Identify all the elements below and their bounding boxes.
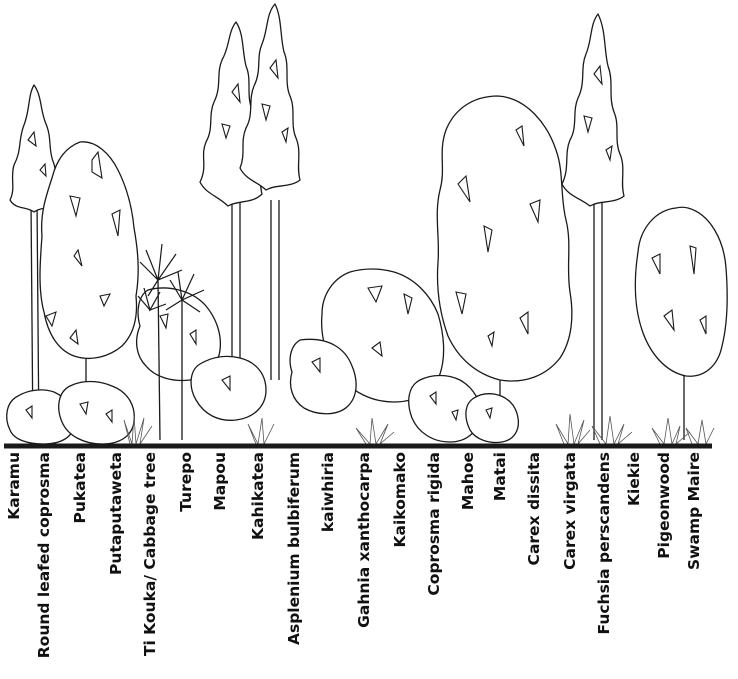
label-kiekie: Kiekie xyxy=(625,452,643,506)
label-swamp-maire: Swamp Maire xyxy=(685,452,703,570)
label-pukatea: Pukatea xyxy=(71,452,89,524)
tree-pukatea xyxy=(39,141,139,420)
label-pigeonwood: Pigeonwood xyxy=(655,452,673,559)
shrub-kaiwhiria xyxy=(289,338,357,415)
label-carex-virgata: Carex virgata xyxy=(561,452,579,570)
tree-swamp-maire xyxy=(634,206,728,440)
label-matai: Matai xyxy=(491,452,509,502)
label-gahnia-xanthocarpa: Gahnia xanthocarpa xyxy=(355,452,373,628)
tree-mahoe xyxy=(436,95,573,440)
label-carex-dissita: Carex dissita xyxy=(525,452,543,566)
label-ti-kouka: Ti Kouka/ Cabbage tree xyxy=(141,452,159,657)
label-kaikomako: Kaikomako xyxy=(391,452,409,548)
tree-kahikatea xyxy=(239,3,301,380)
label-kaiwhiria: kaiwhiria xyxy=(319,452,337,533)
label-fuchsia-perscandens: Fuchsia perscandens xyxy=(595,452,613,635)
label-karamu: Karamu xyxy=(5,452,23,520)
label-asplenium-bulbiferum: Asplenium bulbiferum xyxy=(285,452,303,646)
label-mahoe: Mahoe xyxy=(459,452,477,511)
planting-diagram xyxy=(4,3,728,449)
shrub-turepo xyxy=(190,355,267,421)
grass-clumps xyxy=(123,413,715,446)
label-kahikatea: Kahikatea xyxy=(249,452,267,540)
tree-fuchsia xyxy=(561,13,625,440)
label-coprosma-rigida: Coprosma rigida xyxy=(425,452,443,596)
label-putaputaweta: Putaputaweta xyxy=(107,452,125,575)
label-round-leafed-coprosma: Round leafed coprosma xyxy=(35,452,53,659)
label-turepo: Turepo xyxy=(177,452,195,512)
shrub-karamu-low xyxy=(58,380,135,445)
shrub-round-leafed-coprosma xyxy=(6,389,75,445)
species-label-row: Karamu Round leafed coprosma Pukatea Put… xyxy=(0,452,738,679)
shrub-kaikomako xyxy=(408,374,481,443)
label-mapou: Mapou xyxy=(211,452,229,511)
ti-kouka-cabbage-tree xyxy=(137,243,205,441)
shrub-coprosma-rigida xyxy=(465,392,520,444)
